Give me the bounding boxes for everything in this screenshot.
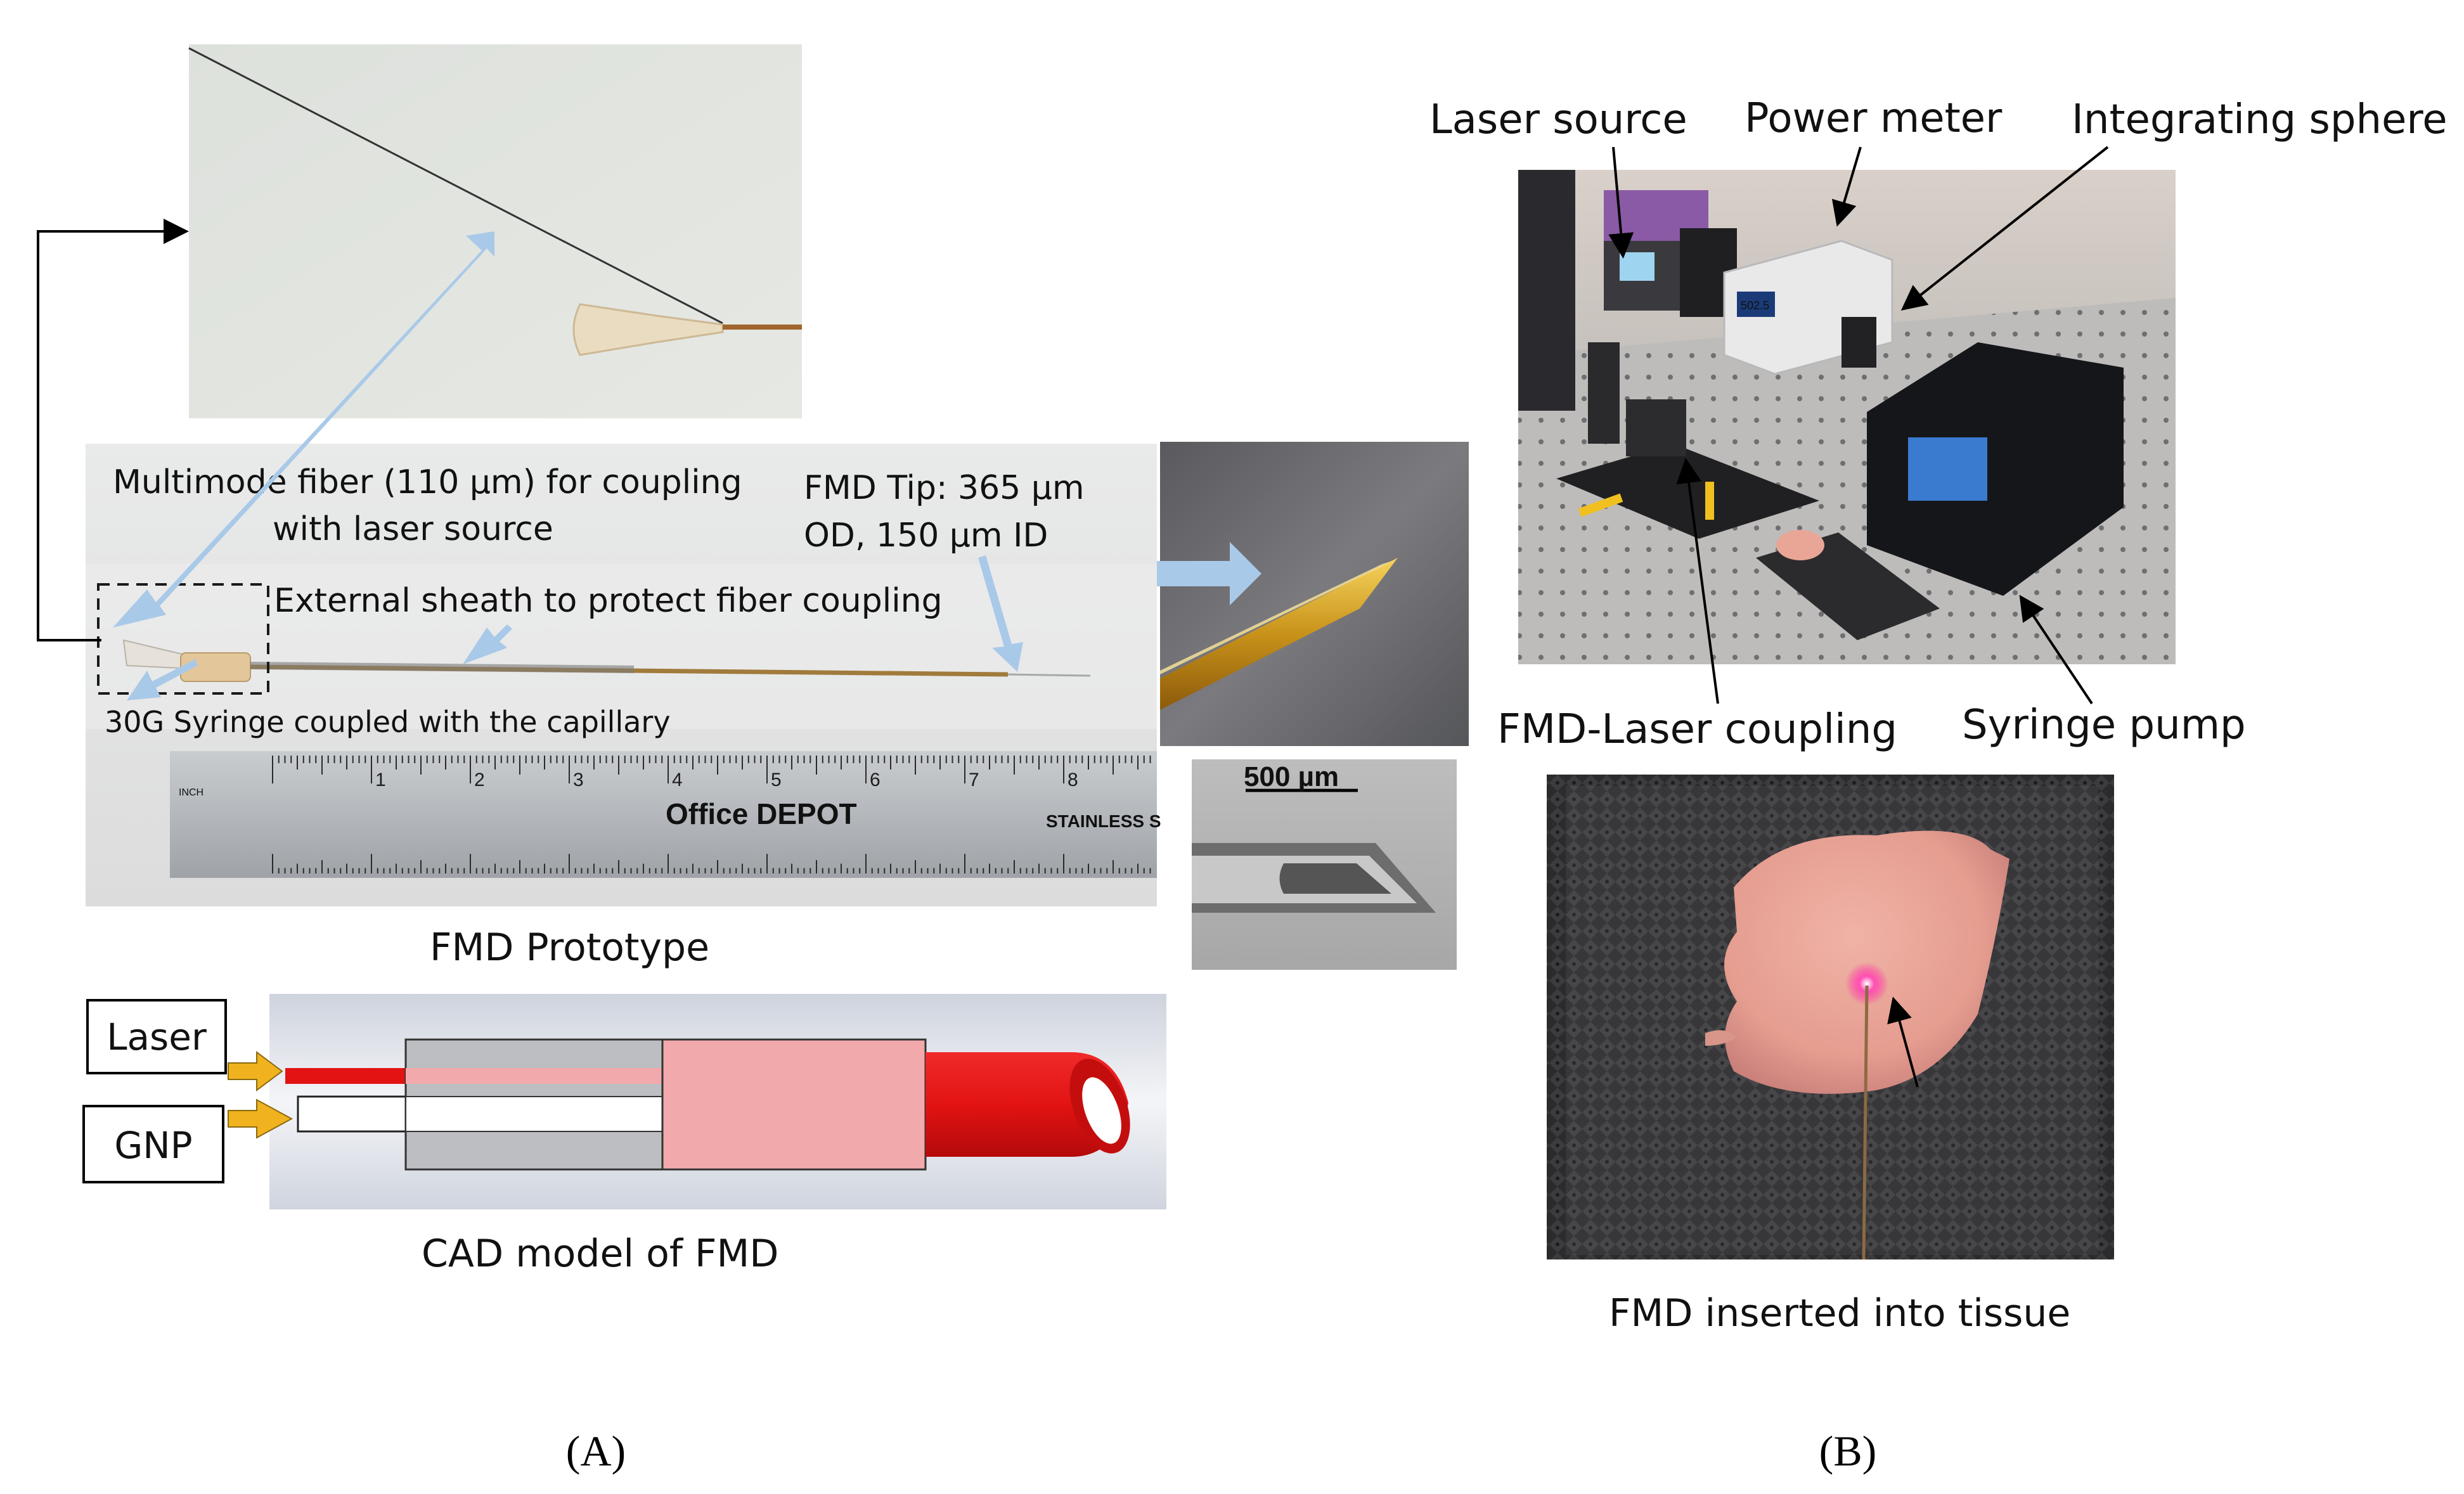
callout-syringe: 30G Syringe coupled with the capillary [105, 705, 671, 739]
callout-fmd-tip-2: OD, 150 µm ID [804, 517, 1048, 555]
panel-a: 1 2 3 4 5 6 7 8 Office DEPOT STAINLESS S INCH M… [37, 44, 1469, 1475]
ruler-inch-label: 4 [672, 770, 683, 790]
tissue-caption: FMD inserted into tissue [1609, 1291, 2070, 1336]
cad-caption: CAD model of FMD [422, 1232, 779, 1276]
cad-laser-label: Laser [106, 1015, 207, 1059]
ruler-inch-label: 8 [1068, 770, 1078, 790]
label-fmd-laser-coupling: FMD-Laser coupling [1497, 706, 1897, 753]
callout-multimode-fiber-2: with laser source [273, 510, 553, 548]
arrow-power-meter [1831, 146, 1862, 227]
tip-closeup-background [1160, 442, 1469, 746]
prototype-photo: 1 2 3 4 5 6 7 8 Office DEPOT STAINLESS S INCH M… [37, 219, 1161, 906]
syringe-needle [723, 325, 802, 330]
fmd-mount-stage [1626, 399, 1686, 456]
cad-model: Laser GNP [82, 994, 1166, 1209]
cad-gnp-arrow [228, 1098, 293, 1139]
inserted-fmd [1862, 985, 1869, 1260]
syringe-pump-screen [1908, 437, 1987, 501]
tissue-fragment [1705, 1030, 1737, 1046]
tissue-photo [1547, 775, 2114, 1260]
ruler-inch-label: 1 [375, 770, 386, 790]
label-power-meter: Power meter [1745, 95, 2003, 142]
fmd-tip-arrow [978, 555, 1023, 672]
cad-gnp-label: GNP [114, 1124, 192, 1167]
cad-gnp-core [405, 1096, 663, 1132]
cad-laser-fiber [285, 1068, 406, 1084]
panel-b: 502.5 Laser source Power meter Integrati… [1429, 95, 2448, 1475]
lab-equipment-left [1518, 170, 1575, 411]
tip-closeup-photo [1157, 442, 1469, 746]
label-syringe-pump: Syringe pump [1962, 702, 2246, 749]
callout-fmd-tip: FMD Tip: 365 µm [804, 469, 1085, 507]
panel-b-label: (B) [1819, 1427, 1877, 1475]
syringe-arrow [127, 659, 198, 700]
tip-micrograph: 500 µm [1192, 759, 1457, 970]
sheath-arrow [463, 624, 512, 664]
laser-source-screen [1620, 252, 1654, 281]
fmd-mount-post [1588, 342, 1620, 444]
ruler-inch-label: 7 [969, 770, 979, 790]
panel-a-label: (A) [566, 1427, 626, 1475]
arrow-laser-source [1608, 146, 1634, 259]
syringe-pump-body [1867, 342, 2124, 596]
integrating-sphere-unit [1842, 317, 1876, 368]
cad-coupling-sleeve [661, 1038, 927, 1171]
ruler-material: STAINLESS S [1046, 811, 1161, 831]
cad-gnp-channel [297, 1095, 407, 1133]
cad-laser-arrow [228, 1051, 283, 1092]
ruler-inch-label: 3 [573, 770, 584, 790]
arrow-syringe-pump [2019, 595, 2093, 705]
prototype-bench [86, 564, 1157, 729]
bracket-arrow [37, 219, 189, 641]
closeup-pointer-arrow [1157, 542, 1261, 605]
lab-setup-photo: 502.5 [1518, 170, 2176, 664]
ruler: 1 2 3 4 5 6 7 8 Office DEPOT STAINLESS S INCH [170, 751, 1161, 878]
fiber-photo [188, 44, 802, 418]
breadboard-left [1556, 444, 1819, 539]
label-laser-source: Laser source [1429, 96, 1687, 143]
fiber-photo-background [189, 44, 802, 418]
tissue-sample-small [1776, 530, 1824, 560]
ruler-inch-label: 6 [870, 770, 880, 790]
tip-closeup-highlight [1160, 560, 1395, 674]
arrow-integrating-sphere [1900, 146, 2109, 311]
arrow-fmd-laser-coupling [1676, 458, 1719, 704]
label-integrating-sphere: Integrating sphere [2072, 96, 2448, 143]
prototype-caption: FMD Prototype [430, 925, 709, 970]
syringe-hub [572, 303, 724, 356]
ruler-ticks: 1 2 3 4 5 6 7 8 [272, 756, 1151, 873]
callout-external-sheath: External sheath to protect fiber couplin… [274, 582, 943, 620]
laser-spot [1845, 962, 1888, 1005]
fiber-strand [188, 47, 723, 325]
panel-b-arrows [1608, 146, 2109, 705]
tip-closeup-needle [1160, 558, 1398, 710]
arrow-fmd-insertion [1887, 996, 1919, 1088]
callout-arrows [113, 231, 1023, 700]
callout-multimode-fiber: Multimode fiber (110 µm) for coupling [113, 463, 742, 501]
ruler-inch-label: 5 [771, 770, 782, 790]
cad-gnp-box [82, 1105, 224, 1183]
power-meter-reading: 502.5 [1741, 299, 1769, 312]
cad-laser-box [86, 999, 227, 1074]
ruler-unit: INCH [179, 787, 203, 798]
fmd-tip [1007, 673, 1091, 677]
ruler-body [170, 751, 1157, 878]
power-meter-screen [1737, 292, 1775, 317]
yellow-tag-2 [1705, 482, 1714, 520]
external-sheath [250, 662, 635, 673]
yellow-tag-1 [1578, 493, 1623, 517]
cad-tip-lumen [1082, 1077, 1121, 1144]
ruler-inch-label: 2 [474, 770, 485, 790]
micrograph-lumen [1279, 863, 1391, 894]
cad-laser-core [406, 1068, 662, 1084]
micrograph-scale-label: 500 µm [1244, 761, 1339, 792]
ruler-brand: Office DEPOT [666, 797, 857, 830]
